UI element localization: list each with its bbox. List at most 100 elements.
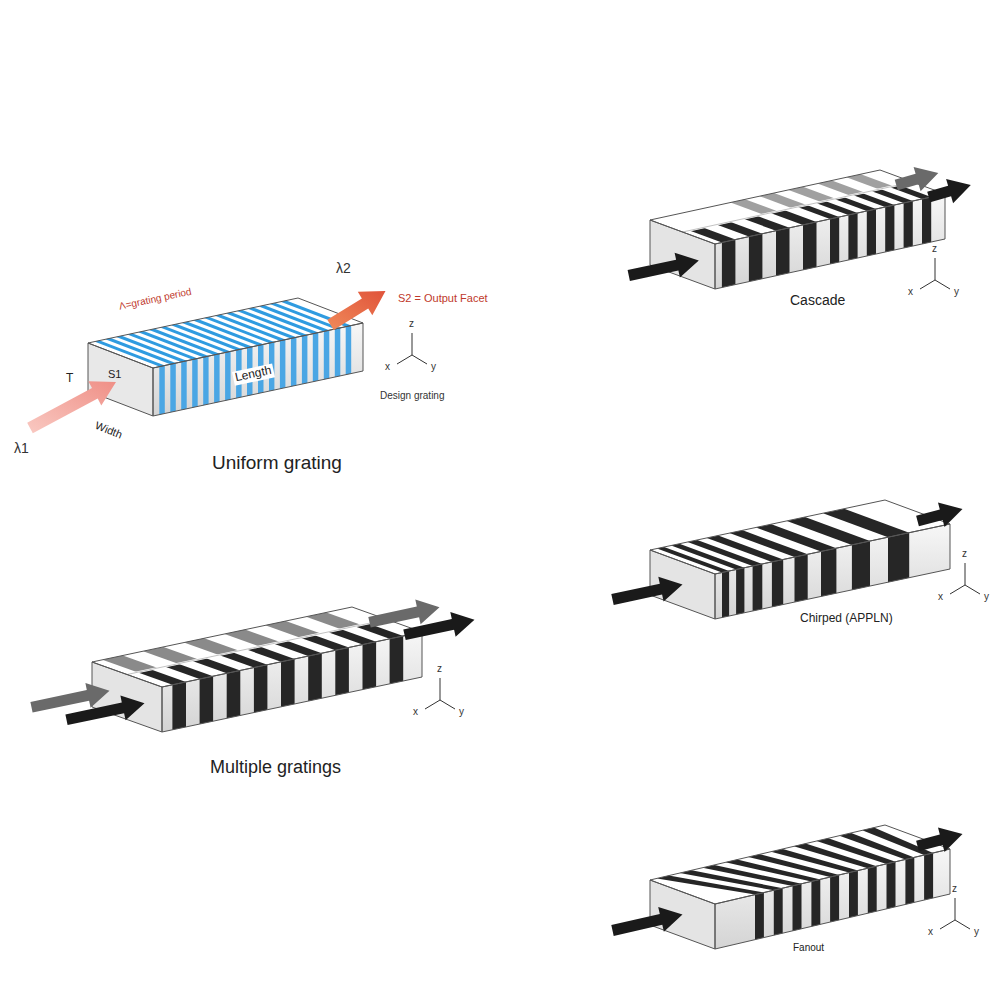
axis-label: z — [437, 663, 442, 675]
poled-domain — [849, 871, 858, 918]
poled-domain — [852, 541, 870, 590]
poled-domain — [922, 197, 931, 244]
output-beam-arrow — [916, 827, 962, 852]
poled-domain — [772, 560, 783, 607]
crystal-outline — [650, 500, 950, 574]
axis-line — [955, 898, 956, 920]
poled-domain — [335, 648, 349, 696]
output-beam-arrow — [403, 612, 474, 640]
poled-domain — [736, 568, 744, 615]
output-beam-arrow — [327, 291, 385, 330]
output-beam-arrow — [368, 600, 439, 628]
dimension-label: T — [66, 372, 73, 386]
axis-line — [950, 585, 965, 594]
caption-label: Uniform grating — [212, 452, 342, 474]
poled-domain — [830, 217, 839, 264]
caption-label: Chirped (APPLN) — [800, 612, 893, 626]
poled-domain — [203, 356, 208, 405]
input-beam-arrow — [628, 253, 699, 281]
axis-label: x — [908, 286, 913, 298]
output-beam-arrow — [927, 179, 971, 203]
dimension-label: Λ=grating period — [118, 286, 192, 313]
axis-label: y — [984, 591, 989, 603]
poled-domain — [214, 354, 220, 403]
poled-domain — [259, 305, 330, 331]
track-divider — [127, 620, 387, 675]
wavelength-label: λ2 — [336, 260, 351, 276]
axis-line — [965, 585, 980, 594]
caption-label: Multiple gratings — [210, 757, 341, 778]
poled-domain — [811, 879, 820, 926]
facet-label: S1 — [106, 368, 123, 381]
poled-domain — [830, 875, 839, 922]
axis-label: z — [952, 883, 957, 895]
axis-caption: Design grating — [380, 390, 444, 402]
poled-domain — [793, 884, 802, 931]
poled-domain — [848, 213, 857, 260]
axis-line — [920, 280, 935, 289]
axis-line — [440, 700, 455, 709]
poled-domain — [774, 888, 783, 935]
axis-line — [940, 920, 955, 929]
crystal-outline — [153, 323, 363, 416]
poled-domain — [227, 670, 241, 718]
poled-domain — [308, 653, 322, 701]
poled-domain — [254, 665, 268, 713]
axis-line — [412, 333, 413, 355]
crystal-outline — [715, 194, 945, 289]
axis-label: x — [385, 361, 390, 373]
axis-line — [935, 258, 936, 280]
poled-domain — [776, 228, 790, 276]
poled-domain — [324, 330, 330, 379]
poled-domain — [225, 351, 231, 400]
poled-domain — [313, 333, 319, 382]
poled-domain — [280, 340, 286, 389]
crystal-side-face — [715, 849, 950, 949]
track-divider — [683, 182, 913, 232]
crystal-outline — [650, 825, 950, 904]
poled-domain — [885, 205, 894, 252]
crystal-outline — [162, 632, 422, 732]
caption-label: Cascade — [790, 292, 845, 308]
facet-label: S2 = Output Facet — [398, 292, 488, 305]
axis-label: x — [938, 591, 943, 603]
axis-line — [425, 700, 440, 709]
axis-label: y — [974, 926, 979, 938]
input-beam-arrow — [611, 907, 682, 936]
axis-line — [397, 355, 412, 364]
crystal-outline — [715, 849, 950, 949]
poled-domain — [159, 366, 165, 415]
poled-domain — [181, 361, 187, 410]
axis-line — [440, 678, 441, 700]
poled-domain — [200, 676, 214, 724]
axis-label: y — [431, 361, 436, 373]
dimension-label: Width — [93, 419, 124, 441]
crystal-outline — [715, 524, 950, 619]
axis-line — [955, 920, 970, 929]
axis-label: y — [459, 706, 464, 718]
poled-domain — [905, 857, 914, 904]
poled-domain — [753, 564, 763, 611]
poled-domain — [823, 509, 909, 538]
poled-domain — [795, 554, 808, 602]
crystal-side-face — [162, 632, 422, 732]
output-beam-arrow — [916, 502, 962, 527]
track-divider — [127, 620, 387, 675]
poled-domain — [363, 642, 377, 690]
poled-domain — [749, 234, 763, 282]
axis-label: z — [962, 548, 967, 560]
poled-domain — [924, 853, 933, 900]
poled-domain — [722, 571, 729, 618]
output-beam-arrow — [895, 167, 939, 191]
poled-domain — [346, 326, 352, 375]
poled-domain — [281, 659, 295, 707]
poled-domain — [888, 533, 909, 583]
axis-label: x — [413, 706, 418, 718]
poled-domain — [887, 862, 896, 909]
poled-domain — [170, 363, 176, 412]
crystal-outline — [88, 343, 153, 416]
poled-domain — [803, 222, 817, 270]
caption-label: Fanout — [793, 942, 824, 954]
wavelength-label: λ1 — [14, 440, 29, 456]
